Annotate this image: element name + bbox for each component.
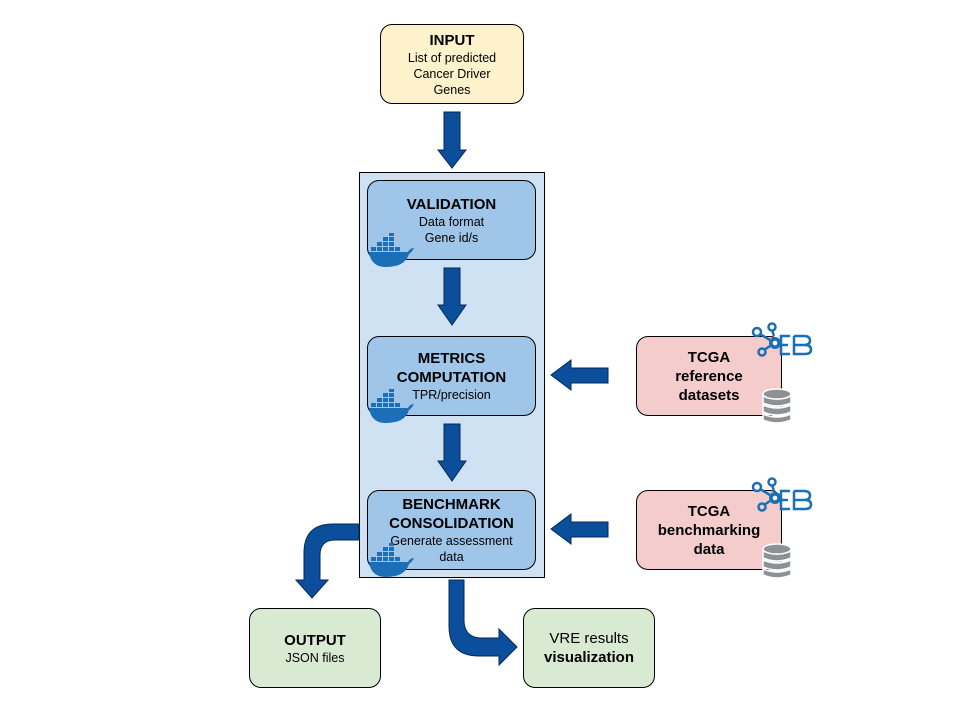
arrow-input-to-validation (436, 111, 468, 169)
vre-line-1: VRE results (549, 630, 629, 647)
consolidation-line-1: Generate assessment (390, 534, 513, 548)
input-node: INPUT List of predicted Cancer Driver Ge… (380, 24, 524, 104)
arrow-validation-to-metrics (437, 267, 467, 326)
validation-line-1: Data format (418, 214, 485, 229)
tcga-reference-node: TCGA reference datasets (636, 336, 782, 416)
vre-node: VRE results visualization (523, 608, 655, 688)
input-line-2: Cancer Driver (413, 66, 491, 81)
tcga-reference-line-3: datasets (678, 386, 740, 404)
input-title: INPUT (429, 31, 475, 49)
openebench-logo-icon (751, 477, 813, 512)
tcga-benchmarking-line-3: data (693, 540, 725, 558)
vre-line-2: visualization (543, 649, 635, 666)
database-icon (762, 543, 792, 579)
input-line-1: List of predicted (407, 50, 497, 65)
consolidation-line-2: data (439, 550, 464, 564)
consolidation-node: BENCHMARK CONSOLIDATION Generate assessm… (367, 490, 536, 570)
tcga-reference-line-2: reference (675, 367, 743, 385)
metrics-title-1: METRICS (417, 350, 486, 367)
tcga-benchmarking-line-1: TCGA (687, 502, 731, 520)
arrow-metrics-to-consolidation (437, 423, 467, 482)
validation-node: VALIDATION Data format Gene id/s (367, 180, 536, 260)
database-icon (762, 388, 792, 424)
openebench-logo-icon (751, 322, 813, 357)
metrics-title-2: COMPUTATION (396, 369, 507, 386)
consolidation-title-1: BENCHMARK (402, 496, 501, 513)
tcga-benchmarking-node: TCGA benchmarking data (636, 490, 782, 570)
tcga-benchmarking-line-2: benchmarking (657, 521, 761, 539)
output-node: OUTPUT JSON files (249, 608, 381, 688)
tcga-reference-line-1: TCGA (687, 348, 731, 366)
metrics-node: METRICS COMPUTATION TPR/precision (367, 336, 536, 416)
arrow-consolidation-to-vre (448, 579, 518, 667)
arrow-reference-to-metrics (550, 359, 609, 391)
input-line-3: Genes (433, 82, 471, 97)
docker-whale-icon (369, 543, 414, 577)
docker-whale-icon (369, 389, 414, 423)
docker-whale-icon (369, 233, 414, 267)
output-line-1: JSON files (285, 650, 345, 665)
output-title: OUTPUT (284, 631, 346, 649)
validation-line-2: Gene id/s (424, 230, 479, 245)
metrics-line-1: TPR/precision (412, 388, 491, 402)
arrow-benchmarking-to-consolidation (550, 513, 609, 545)
validation-title: VALIDATION (406, 195, 497, 213)
consolidation-title-2: CONSOLIDATION (389, 515, 514, 532)
arrow-consolidation-to-output (294, 523, 360, 599)
